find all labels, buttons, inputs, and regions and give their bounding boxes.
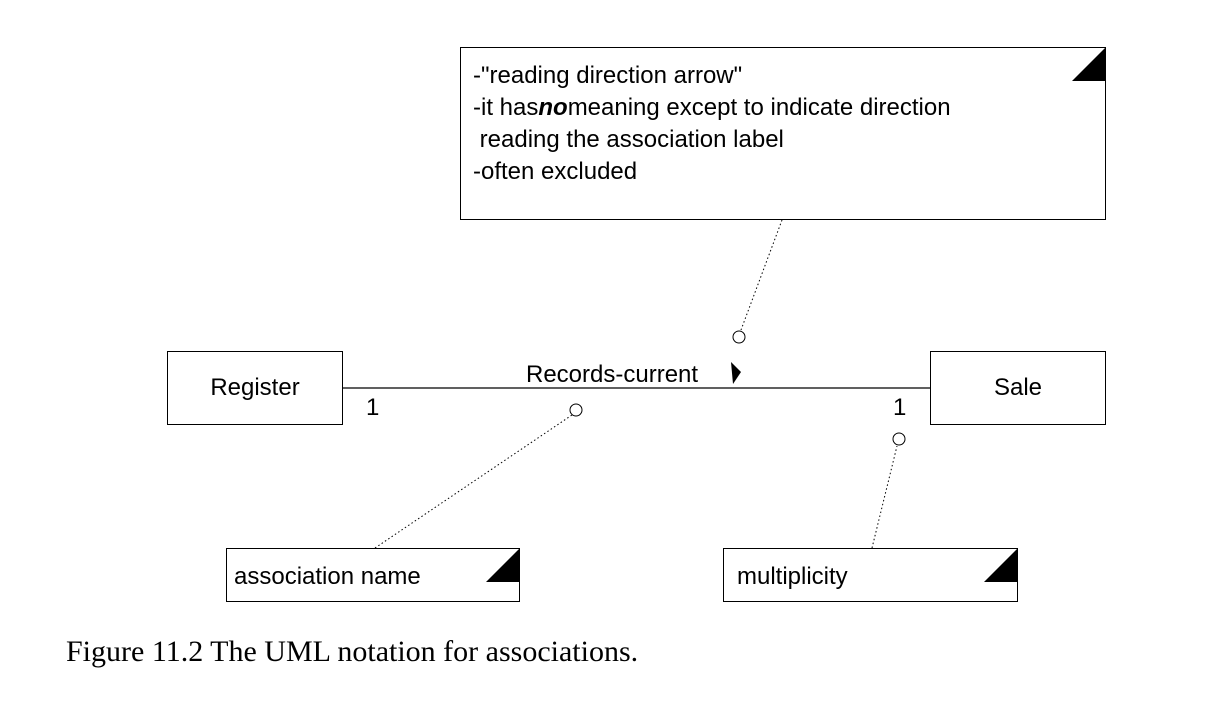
reading-direction-note-text: -"reading direction arrow" -it hasnomean…: [473, 60, 951, 188]
note-anchor-top: [732, 330, 746, 344]
multiplicity-note-text: multiplicity: [737, 563, 848, 590]
class-sale: Sale: [930, 351, 1106, 425]
association-name-label: Records-current: [526, 361, 699, 388]
association-name-note-text: association name: [234, 563, 421, 590]
note-line-1: -"reading direction arrow": [473, 62, 743, 89]
figure-caption: Figure 11.2 The UML notation for associa…: [66, 635, 639, 668]
note-line-2-suffix: meaning except to indicate direction: [567, 94, 951, 121]
multiplicity-note: multiplicity: [723, 548, 1018, 602]
association-name-note: association name: [226, 548, 520, 602]
class-register: Register: [167, 351, 343, 425]
note-line-2-emph: no: [538, 94, 568, 121]
note-anchor-association-name: [569, 403, 583, 417]
note-link-association-name: [374, 414, 573, 549]
note-link-top: [740, 219, 783, 331]
note-anchor-multiplicity: [892, 432, 906, 446]
right-multiplicity: 1: [893, 394, 907, 421]
note-fold-icon: [984, 548, 1018, 582]
class-sale-label: Sale: [993, 374, 1043, 401]
note-fold-icon: [1072, 47, 1106, 81]
note-fold-icon: [486, 548, 520, 582]
class-register-label: Register: [210, 374, 300, 401]
note-line-2: -it hasnomeaning except to indicate dire…: [473, 92, 951, 124]
note-line-4: -often excluded: [473, 158, 638, 185]
note-line-3: reading the association label: [473, 126, 784, 153]
note-line-2-prefix: -it has: [473, 94, 539, 121]
left-multiplicity: 1: [366, 394, 380, 421]
note-link-multiplicity: [871, 445, 898, 549]
reading-direction-arrow: [731, 362, 741, 384]
reading-direction-note: -"reading direction arrow" -it hasnomean…: [460, 47, 1106, 220]
